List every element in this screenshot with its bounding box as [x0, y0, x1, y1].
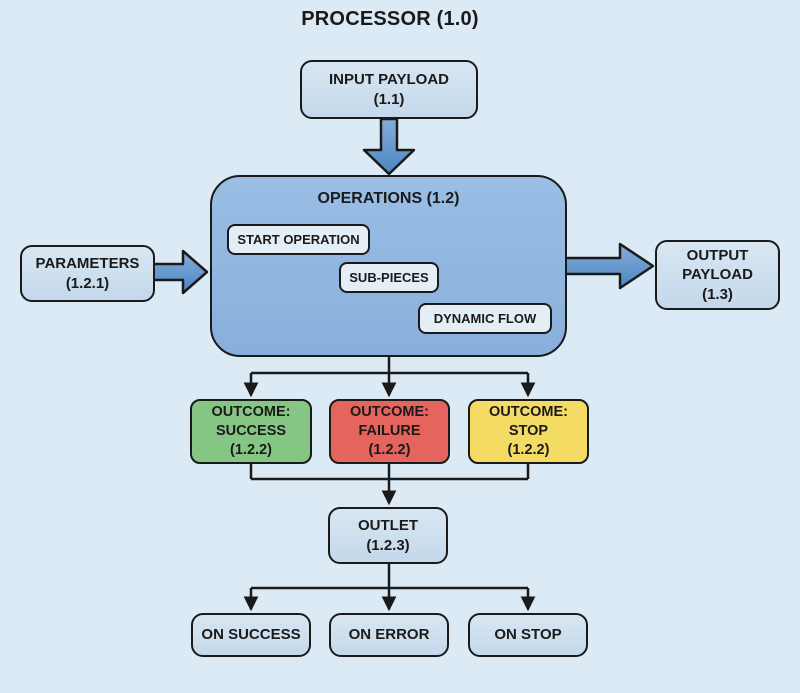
node-number: (1.2.3) [366, 536, 410, 554]
node-label: SUCCESS [215, 423, 287, 440]
node-label: PAYLOAD [682, 266, 753, 284]
node-label: ON SUCCESS [201, 626, 301, 644]
node-on-success: ON SUCCESS [191, 613, 311, 657]
node-label: OUTCOME: [211, 404, 291, 421]
node-label: OUTCOME: [489, 404, 568, 421]
node-label: STOP [508, 423, 549, 440]
operations-label: OPERATIONS (1.2) [317, 190, 460, 207]
node-label: START OPERATION [237, 232, 360, 247]
node-on-error: ON ERROR [329, 613, 449, 657]
node-label: FAILURE [358, 423, 421, 440]
node-number: (1.3) [702, 285, 733, 303]
node-number: (1.2.2) [368, 441, 411, 458]
node-input-payload: INPUT PAYLOAD (1.1) [300, 60, 478, 119]
node-label: ON STOP [494, 626, 562, 644]
node-label: OUTLET [358, 517, 418, 534]
node-label: SUB-PIECES [349, 270, 429, 285]
node-label: INPUT PAYLOAD [328, 71, 449, 88]
node-number: (1.2.2) [230, 441, 272, 458]
node-number: (1.2.1) [65, 274, 110, 292]
node-outcome-stop: OUTCOME: STOP (1.2.2) [468, 399, 589, 464]
block-arrow-operations-to-output [563, 242, 655, 290]
node-number: (1.2.2) [507, 441, 550, 458]
node-label: DYNAMIC FLOW [433, 311, 537, 326]
block-arrow-parameters-to-operations [151, 249, 209, 295]
diagram-title: PROCESSOR (1.0) [301, 8, 479, 30]
connector-outcomes-merge [249, 464, 530, 481]
node-output-payload: OUTPUT PAYLOAD (1.3) [655, 240, 780, 310]
node-on-stop: ON STOP [468, 613, 588, 657]
node-sub-pieces: SUB-PIECES [339, 262, 439, 293]
node-label: ON ERROR [348, 626, 430, 644]
node-dynamic-flow: DYNAMIC FLOW [418, 303, 552, 334]
node-label: OUTPUT [686, 246, 749, 264]
node-outcome-failure: OUTCOME: FAILURE (1.2.2) [329, 399, 450, 464]
node-outcome-success: OUTCOME: SUCCESS (1.2.2) [190, 399, 312, 464]
node-parameters: PARAMETERS (1.2.1) [20, 245, 155, 302]
node-outlet: OUTLET (1.2.3) [328, 507, 448, 564]
node-label: PARAMETERS [35, 255, 140, 272]
node-label: OUTCOME: [350, 404, 429, 421]
node-number: (1.1) [373, 90, 405, 108]
node-start-operation: START OPERATION [227, 224, 370, 255]
block-arrow-input-to-operations [362, 117, 416, 176]
